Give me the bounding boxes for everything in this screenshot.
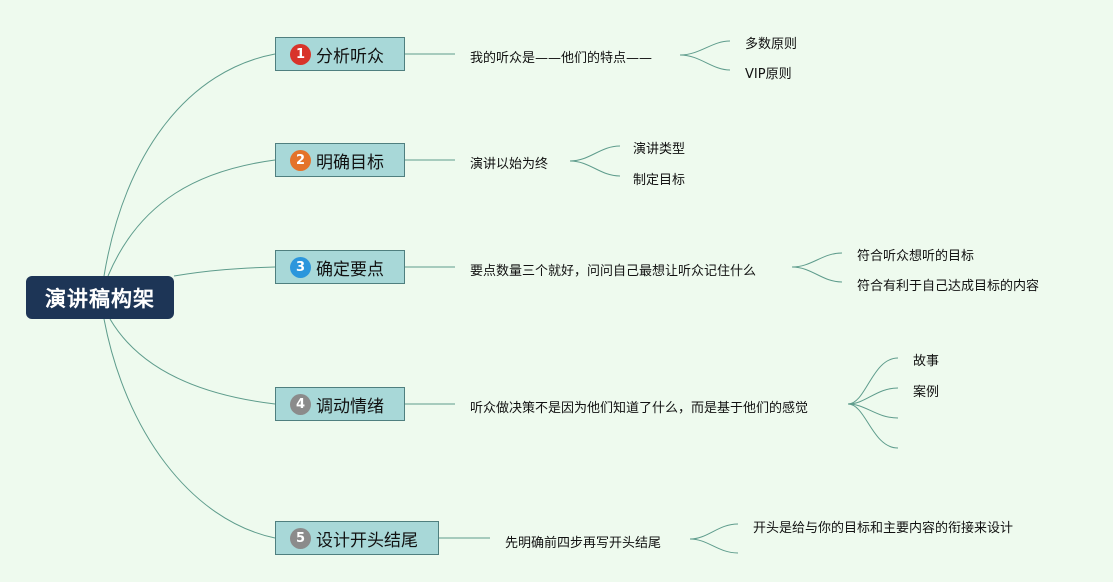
- branch-1-leaf-1-line: [679, 40, 731, 56]
- branch-label: 设计开头结尾: [316, 530, 418, 551]
- number-badge-icon: 5: [290, 527, 311, 549]
- branch-1-subtitle[interactable]: 我的听众是——他们的特点——: [470, 51, 653, 66]
- branch-2-subtitle[interactable]: 演讲以始为终: [470, 157, 549, 172]
- branch-1-leaf-1[interactable]: 多数原则: [745, 37, 798, 52]
- root-node[interactable]: 演讲稿构架: [26, 276, 174, 319]
- root-to-branch-3-line: [173, 266, 276, 277]
- branch-4-leaf-2-line: [847, 387, 899, 405]
- branch-4-leaf-2[interactable]: 案例: [913, 385, 940, 400]
- branch-5-leaf-1-line: [689, 523, 739, 540]
- branch-label: 明确目标: [316, 152, 384, 173]
- branch-3-leaf-2-line: [791, 266, 843, 283]
- branch-4-leaf-1-line: [847, 357, 899, 405]
- root-to-branch-4-line: [109, 318, 276, 405]
- number-badge-icon: 1: [290, 43, 311, 65]
- branch-4-leaf-4-line: [847, 403, 899, 449]
- branch-3-leaf-2[interactable]: 符合有利于自己达成目标的内容: [857, 279, 1040, 294]
- branch-2-leaf-2[interactable]: 制定目标: [633, 173, 686, 188]
- root-to-branch-1-line: [103, 53, 276, 277]
- branch-node-2[interactable]: 2 明确目标: [275, 143, 405, 177]
- branch-4-leaf-3-line: [847, 403, 899, 419]
- branch-node-3[interactable]: 3 确定要点: [275, 250, 405, 284]
- branch-2-leaf-2-line: [569, 160, 621, 177]
- branch-node-5[interactable]: 5 设计开头结尾: [275, 521, 439, 555]
- branch-3-subtitle[interactable]: 要点数量三个就好，问问自己最想让听众记住什么: [470, 264, 757, 279]
- root-to-branch-2-line: [107, 159, 276, 277]
- branch-label: 调动情绪: [316, 396, 384, 417]
- branch-node-1[interactable]: 1 分析听众: [275, 37, 405, 71]
- branch-3-leaf-1[interactable]: 符合听众想听的目标: [857, 249, 975, 264]
- branch-2-leaf-1-line: [569, 145, 621, 162]
- root-to-branch-5-line: [103, 318, 276, 539]
- branch-label: 分析听众: [316, 46, 384, 67]
- branch-4-leaf-1[interactable]: 故事: [913, 354, 940, 369]
- number-badge-icon: 4: [290, 393, 311, 415]
- branch-1-leaf-2-line: [679, 54, 731, 71]
- branch-label: 确定要点: [316, 259, 384, 280]
- branch-5-subtitle[interactable]: 先明确前四步再写开头结尾: [505, 536, 662, 551]
- number-badge-icon: 3: [290, 256, 311, 278]
- number-badge-icon: 2: [290, 149, 311, 171]
- branch-node-4[interactable]: 4 调动情绪: [275, 387, 405, 421]
- branch-3-leaf-1-line: [791, 252, 843, 268]
- branch-1-leaf-2[interactable]: VIP原则: [745, 67, 792, 82]
- branch-5-leaf-1[interactable]: 开头是给与你的目标和主要内容的衔接来设计: [753, 521, 1014, 536]
- branch-5-leaf-2-line: [689, 538, 739, 554]
- branch-2-leaf-1[interactable]: 演讲类型: [633, 142, 686, 157]
- branch-4-subtitle[interactable]: 听众做决策不是因为他们知道了什么，而是基于他们的感觉: [470, 401, 809, 416]
